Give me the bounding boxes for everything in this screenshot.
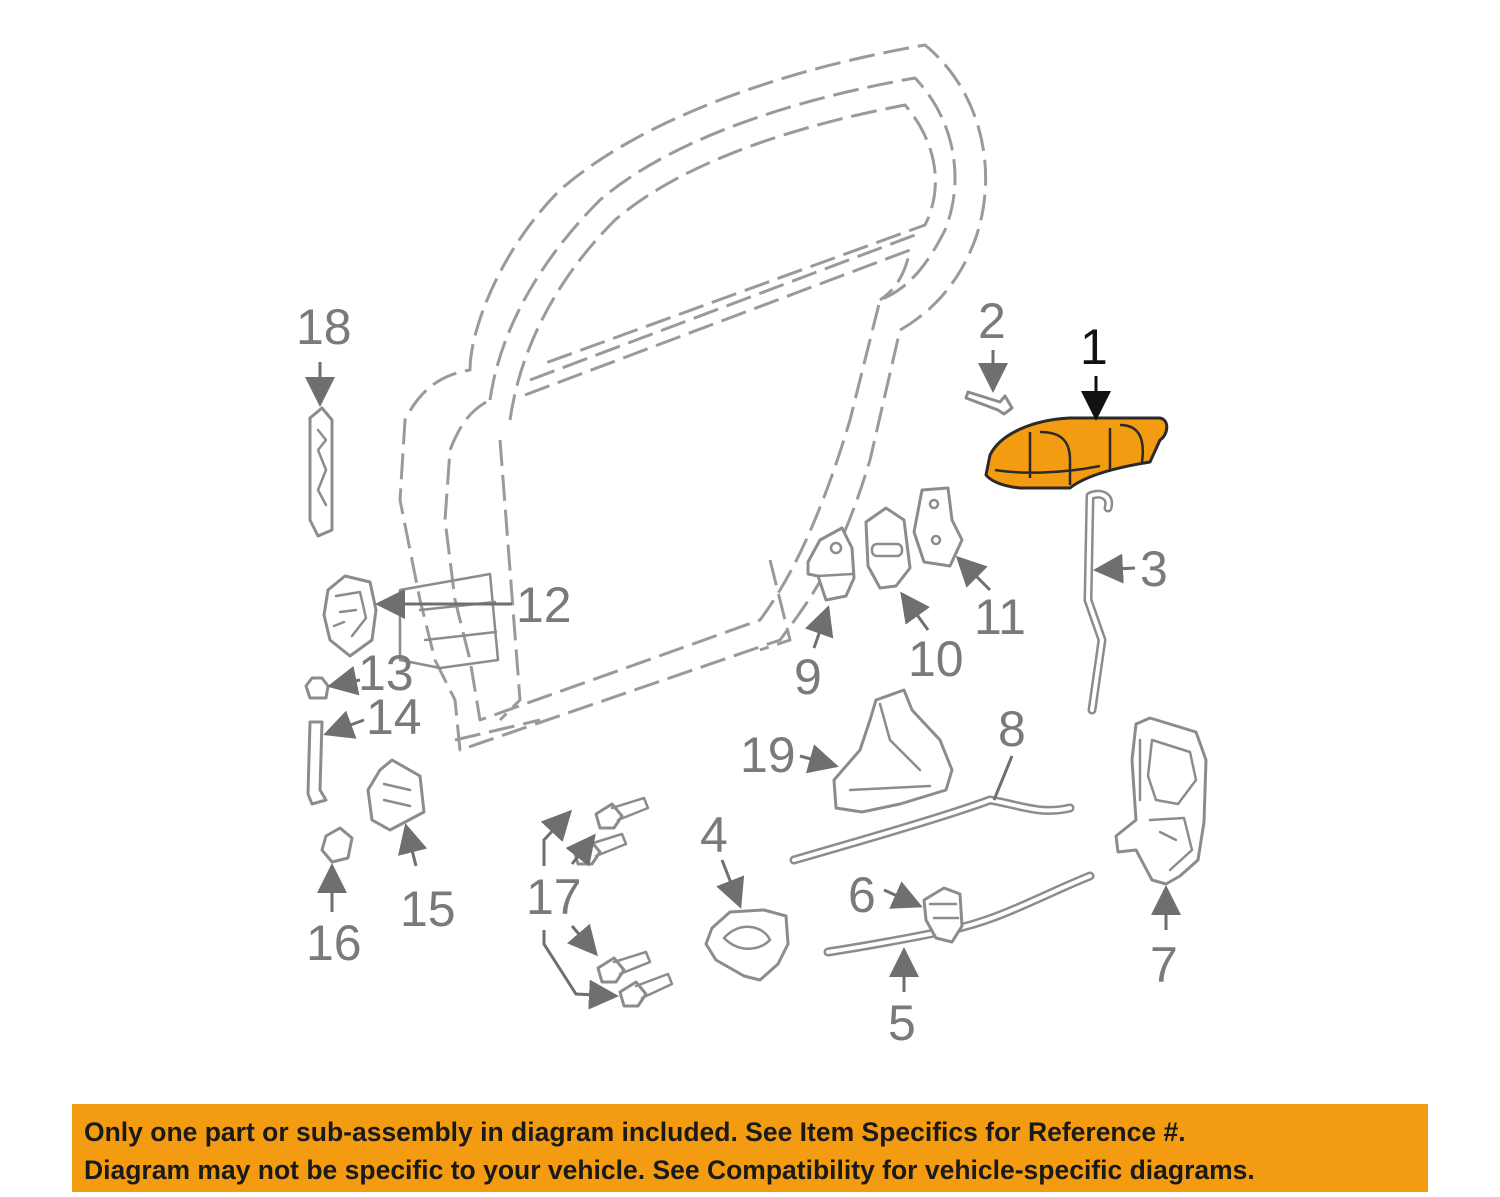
bolt xyxy=(596,950,652,984)
callout-6: 6 xyxy=(848,867,876,923)
part-15-striker xyxy=(366,758,426,832)
leader-14 xyxy=(323,710,365,739)
part-8-rod xyxy=(789,795,1075,865)
leader-9 xyxy=(804,605,834,649)
callout-labels: 1 2 3 4 5 6 7 8 9 10 11 12 13 14 15 16 1… xyxy=(296,293,1178,1051)
leader-17-d xyxy=(542,930,619,1010)
part-1-outside-handle xyxy=(984,416,1169,490)
leader-17-a xyxy=(540,809,573,866)
part-11-hinge xyxy=(912,486,964,568)
disclaimer-line-1: Only one part or sub-assembly in diagram… xyxy=(84,1117,1186,1147)
part-4-inside-handle xyxy=(704,908,790,982)
callout-18: 18 xyxy=(296,299,352,355)
part-10-hinge xyxy=(864,506,912,590)
part-16-plug xyxy=(320,826,354,864)
part-6-clip xyxy=(922,886,964,944)
leader-10 xyxy=(900,591,930,631)
part-13-nut xyxy=(304,676,330,700)
leader-13 xyxy=(327,665,361,696)
part-18-weatherstrip xyxy=(308,406,334,538)
part-14-bolt xyxy=(306,720,328,806)
callout-1: 1 xyxy=(1080,319,1108,375)
part-12-latch xyxy=(322,572,500,670)
bolt xyxy=(618,972,674,1008)
leader-6 xyxy=(883,881,923,909)
leader-19 xyxy=(799,744,839,774)
bolt xyxy=(594,796,650,830)
callout-13: 13 xyxy=(358,645,414,701)
callout-15: 15 xyxy=(400,881,456,937)
part-2-screw xyxy=(964,390,1014,416)
callout-17: 17 xyxy=(526,869,582,925)
callout-14: 14 xyxy=(366,689,422,745)
leader-17-c xyxy=(567,923,598,957)
door-frame-outline xyxy=(398,43,988,752)
part-19-cover xyxy=(832,688,954,814)
part-3-rod xyxy=(1083,489,1114,715)
part-9-hinge xyxy=(806,526,856,602)
callout-8: 8 xyxy=(998,701,1026,757)
leader-8 xyxy=(992,755,1014,801)
callout-16: 16 xyxy=(306,915,362,971)
leader-15 xyxy=(397,823,428,867)
disclaimer-banner: Only one part or sub-assembly in diagram… xyxy=(72,1104,1428,1192)
leader-11 xyxy=(955,555,992,592)
leader-lines xyxy=(305,350,1181,1010)
part-7-latch-assembly xyxy=(1114,716,1208,886)
callout-19: 19 xyxy=(740,727,796,783)
leader-4 xyxy=(716,859,745,909)
callout-11: 11 xyxy=(974,589,1026,645)
callout-4: 4 xyxy=(700,807,728,863)
callout-3: 3 xyxy=(1140,541,1168,597)
callout-12: 12 xyxy=(516,577,572,633)
callout-10: 10 xyxy=(908,631,964,687)
callout-2: 2 xyxy=(978,293,1006,349)
callout-9: 9 xyxy=(794,649,822,705)
disclaimer-line-2: Diagram may not be specific to your vehi… xyxy=(84,1155,1255,1185)
callout-5: 5 xyxy=(888,995,916,1051)
leader-17-b xyxy=(565,833,596,867)
leader-3 xyxy=(1093,553,1136,584)
bolt xyxy=(572,832,628,866)
part-17-bolts xyxy=(572,796,674,1008)
callout-7: 7 xyxy=(1150,937,1178,993)
